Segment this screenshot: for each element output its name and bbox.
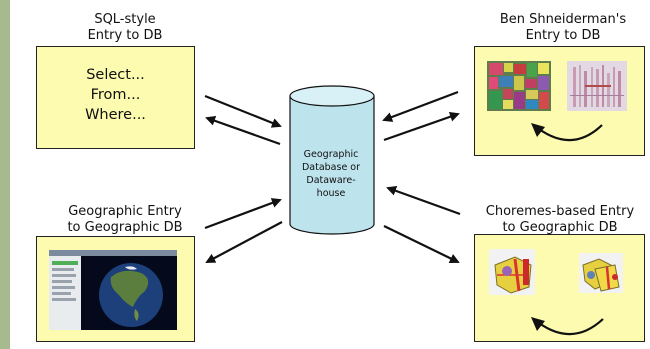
sql-query-text: Select... From... Where... bbox=[37, 65, 194, 125]
sql-from-line: From... bbox=[90, 87, 141, 103]
treemap-thumbnail bbox=[487, 61, 551, 111]
swap-curve-arrow bbox=[538, 124, 603, 142]
arrow-db-to-choremes bbox=[383, 225, 460, 263]
chorem-map-1 bbox=[489, 249, 535, 295]
globe-screenshot bbox=[49, 250, 177, 330]
arrow-sql-to-db bbox=[204, 94, 282, 128]
choremes-entry-title: Choremes-based Entry to Geographic DB bbox=[470, 204, 650, 236]
database-label-line4: house bbox=[316, 188, 346, 199]
chorem-map-2 bbox=[579, 253, 623, 293]
shneiderman-entry-box bbox=[474, 46, 645, 156]
database-label-line1: Geographic bbox=[303, 149, 359, 160]
sql-where-line: Where... bbox=[85, 107, 146, 123]
geographic-entry-title: Geographic Entry to Geographic DB bbox=[40, 204, 210, 236]
sql-select-line: Select... bbox=[86, 67, 145, 83]
choremes-title-line1: Choremes-based Entry bbox=[485, 204, 635, 219]
sql-entry-box: Select... From... Where... bbox=[36, 46, 195, 149]
database-cylinder bbox=[289, 85, 375, 235]
table-lens-thumbnail bbox=[567, 61, 627, 111]
geographic-title-line1: Geographic Entry bbox=[68, 204, 182, 219]
arrow-choremes-to-db bbox=[386, 186, 461, 216]
arrow-shneiderman-to-db bbox=[382, 90, 459, 122]
shneiderman-entry-title: Ben Shneiderman's Entry to DB bbox=[478, 12, 648, 44]
arrow-db-to-geographic bbox=[205, 221, 283, 263]
arrow-geographic-to-db bbox=[204, 198, 282, 230]
database-label-line3: Dataware- bbox=[306, 175, 356, 186]
left-accent-bar bbox=[0, 0, 10, 349]
sql-title-line1: SQL-style bbox=[94, 12, 156, 27]
choremes-entry-box bbox=[474, 234, 645, 342]
geographic-entry-box bbox=[36, 236, 195, 342]
shneiderman-title-line1: Ben Shneiderman's bbox=[499, 12, 627, 27]
shneiderman-title-line2: Entry to DB bbox=[525, 28, 601, 43]
transform-curve-arrow bbox=[538, 318, 604, 336]
database-label: Geographic Database or Dataware- house bbox=[288, 148, 374, 200]
geographic-title-line2: to Geographic DB bbox=[67, 220, 183, 235]
database-label-line2: Database or bbox=[301, 162, 361, 173]
sql-title-line2: Entry to DB bbox=[87, 28, 163, 43]
sql-entry-title: SQL-style Entry to DB bbox=[50, 12, 200, 44]
shneiderman-visualizations bbox=[487, 61, 627, 142]
choremes-illustrations bbox=[489, 249, 623, 336]
arrow-db-to-sql bbox=[205, 115, 281, 146]
arrow-db-to-shneiderman bbox=[383, 111, 460, 142]
choremes-title-line2: to Geographic DB bbox=[502, 220, 618, 235]
